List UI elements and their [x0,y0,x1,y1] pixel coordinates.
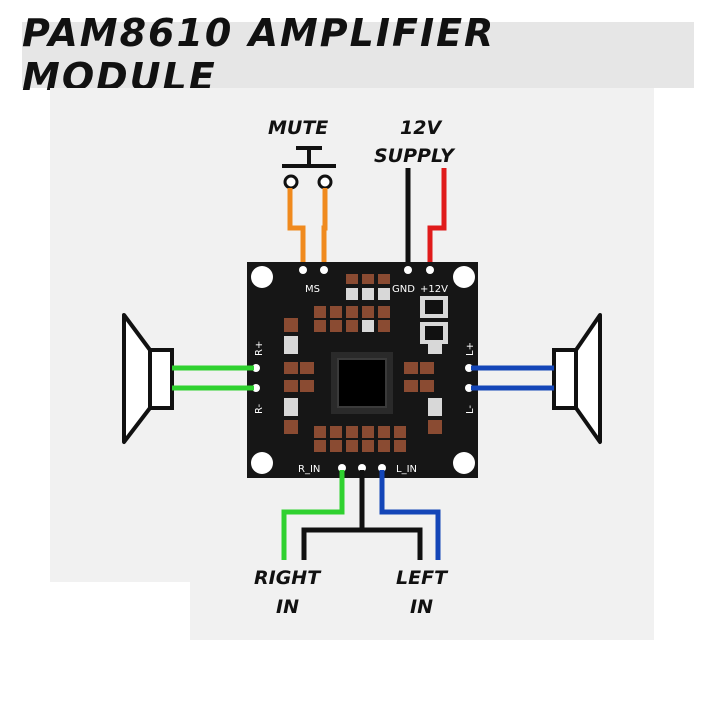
pcb-label-r-in: R_IN [298,464,320,475]
right-in-label-line1: RIGHT [254,567,322,589]
left-speaker-wires [471,365,554,391]
pcb-label-ms: MS [305,284,320,295]
pcb-label-l-in: L_IN [396,464,417,475]
diagram-background-lower [190,582,654,640]
pcb-label-r-minus: R- [254,403,265,414]
left-in-wire [379,470,441,560]
mute-wires [287,188,328,270]
supply-label-line2: SUPPLY [374,145,456,167]
right-speaker-icon [122,313,174,444]
supply-label-line1: 12V [400,117,442,139]
left-speaker-icon [552,313,602,444]
pcb-label-gnd: GND [392,284,415,295]
pcb-label-r-plus: R+ [254,341,265,356]
right-in-wire [281,470,345,560]
left-in-label-line2: IN [410,596,433,618]
right-in-label-line2: IN [276,596,299,618]
pcb-board [247,262,478,478]
input-ground-wire-right-branch [362,527,423,560]
supply-wire [427,168,447,268]
input-ground-wire [301,470,365,560]
pcb-label-l-plus: L+ [465,342,476,356]
pcb-label-12v: +12V [420,284,448,295]
left-in-label-line1: LEFT [396,567,449,589]
title-band [22,22,694,88]
mute-button-symbol [282,146,336,190]
right-speaker-wires [172,365,254,391]
mute-label: MUTE [268,117,328,139]
pcb-label-l-minus: L- [465,405,476,414]
